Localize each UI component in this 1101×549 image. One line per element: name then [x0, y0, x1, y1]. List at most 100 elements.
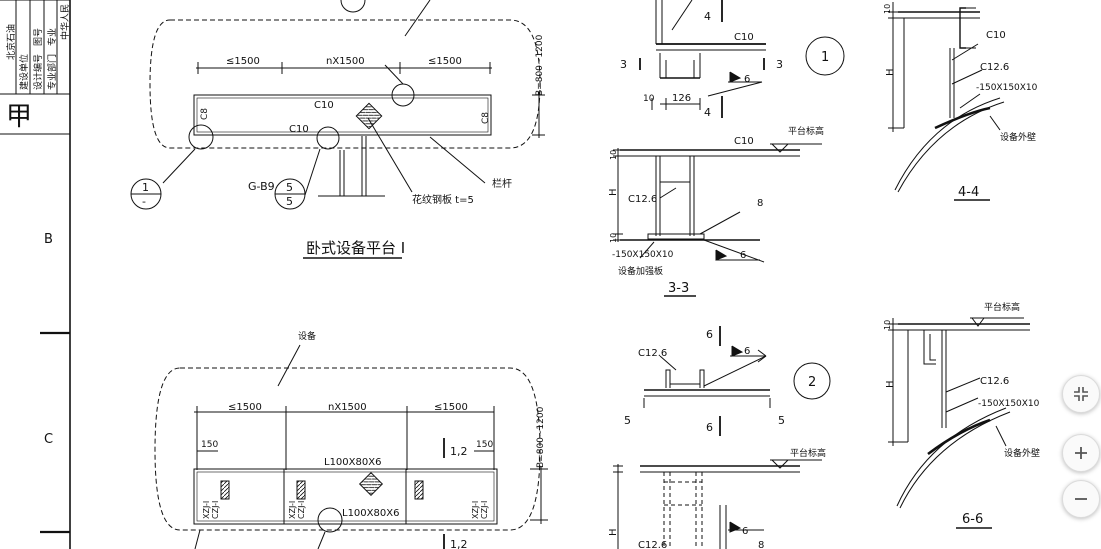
label-c8: C8: [481, 112, 491, 124]
label-xzj: XZJ-I: [288, 501, 297, 519]
title-block-col-label: 专业部门: [46, 54, 58, 90]
title-block-text: 北京石油 建设单位 设计编号 专业部门 图号 专业 中华人民 甲 B C: [5, 4, 71, 447]
dim-width: B=800~1200: [536, 406, 546, 468]
label-platform-level: 平台标高: [984, 301, 1020, 313]
section-6-6-text: 平台标高 C12.6 -150X150X10 设备外壁 H 10 6-6: [883, 301, 1040, 527]
dim-left: ≤1500: [228, 402, 262, 413]
weld-6: 6: [740, 250, 746, 261]
dim-left: ≤1500: [226, 56, 260, 67]
dim-150: 150: [476, 440, 493, 450]
weld-8: 8: [758, 540, 764, 549]
dim-10: 10: [609, 150, 618, 160]
section-mark: 1,2: [450, 445, 468, 458]
dim-10: 10: [883, 4, 892, 14]
label-c126: C12.6: [980, 62, 1009, 73]
label-plate: -150X150X10: [978, 399, 1040, 409]
label-c10: C10: [734, 32, 754, 43]
detail-2-text: C12.6 6 6 5 5 6 2: [624, 328, 816, 434]
label-c10: C10: [289, 124, 309, 135]
title-block: [0, 0, 71, 549]
weld-6: 6: [744, 74, 750, 85]
section-6-6: [888, 317, 1030, 529]
title-block-col-label: 设计编号: [32, 54, 44, 90]
section-5: 5: [624, 414, 631, 427]
detail-bottom: [613, 459, 822, 549]
section-3: 3: [620, 58, 627, 71]
section-4-4: [888, 2, 1005, 201]
dim-150: 150: [201, 440, 218, 450]
dim-h: H: [885, 68, 896, 76]
bubble-5-top: 5: [286, 181, 293, 194]
label-plate: -150X150X10: [612, 250, 674, 260]
platform-2-text: 设备 ≤1500 nX1500 ≤1500 B=800~1200 150 150…: [201, 330, 546, 549]
collapse-icon: [1074, 387, 1088, 401]
detail-2: [643, 326, 831, 436]
plus-icon: [1075, 447, 1087, 459]
section-4-4-text: C10 C12.6 -150X150X10 设备外壁 H 10 4-4: [883, 4, 1038, 200]
title-block-col-label: 建设单位: [18, 54, 30, 90]
section-3-3: [613, 143, 822, 297]
platform-1: [130, 0, 545, 259]
dim-10: 10: [609, 233, 618, 243]
weld-6: 6: [744, 346, 750, 357]
label-czj: CZJ-I: [211, 501, 220, 519]
detail-1: [639, 0, 845, 118]
label-l100: L100X80X6: [324, 457, 381, 468]
dim-126: 126: [672, 93, 691, 104]
title-block-mid-label: 专业: [46, 28, 58, 46]
bubble-1-top: 1: [142, 181, 149, 194]
section-4-4-title: 4-4: [958, 185, 979, 200]
dim-mid: nX1500: [326, 56, 365, 67]
label-czj: CZJ-I: [480, 501, 489, 519]
title-block-company: 北京石油: [5, 24, 17, 60]
title-block-corner: 甲: [6, 102, 32, 132]
section-mark: 1,2: [450, 538, 468, 549]
platform-1-title: 卧式设备平台 I: [306, 239, 405, 257]
label-equip: 设备: [298, 330, 316, 342]
minus-icon: [1075, 498, 1087, 500]
weld-6: 6: [742, 526, 748, 537]
platform-2: [154, 344, 548, 549]
section-3-3-text: C10 平台标高 C12.6 -150X150X10 设备加强板 8 6 H 1…: [608, 125, 824, 296]
section-5: 5: [778, 414, 785, 427]
dim-width: B=800~1200: [535, 34, 545, 96]
label-c10: C10: [986, 30, 1006, 41]
detail-number: 2: [808, 375, 816, 390]
label-c126: C12.6: [628, 194, 657, 205]
dim-h: H: [885, 380, 896, 388]
label-c10: C10: [314, 100, 334, 111]
exit-fullscreen-button[interactable]: [1062, 375, 1100, 413]
label-plate: -150X150X10: [976, 83, 1038, 93]
detail-number: 1: [821, 50, 829, 65]
platform-1-text: ≤1500 nX1500 ≤1500 B=800~1200 C10 C10 C8…: [142, 34, 545, 257]
label-c8: C8: [200, 108, 210, 120]
zoom-in-button[interactable]: [1062, 434, 1100, 472]
section-4: 4: [704, 10, 711, 23]
label-l100: L100X80X6: [342, 508, 399, 519]
label-platform-level: 平台标高: [788, 125, 824, 137]
zoom-out-button[interactable]: [1062, 480, 1100, 518]
label-xzj: XZJ-I: [471, 501, 480, 519]
bubble-5-bottom: 5: [286, 195, 293, 208]
row-letter-b: B: [44, 232, 53, 247]
label-platform-level: 平台标高: [790, 447, 826, 459]
dim-mid: nX1500: [328, 402, 367, 413]
detail-bottom-text: 平台标高 C12.6 H 6 8: [608, 447, 826, 549]
label-pad: 设备加强板: [618, 265, 663, 277]
label-shell: 设备外壁: [1004, 447, 1040, 459]
section-6: 6: [706, 421, 713, 434]
title-block-right-label: 中华人民: [59, 4, 71, 40]
section-3: 3: [776, 58, 783, 71]
label-xzj: XZJ-I: [202, 501, 211, 519]
dim-right: ≤1500: [434, 402, 468, 413]
dim-10: 10: [643, 94, 655, 104]
label-c126: C12.6: [980, 376, 1009, 387]
title-block-mid-label: 图号: [33, 28, 44, 46]
label-gb9: G-B9: [248, 180, 275, 193]
label-shell: 设备外壁: [1000, 131, 1036, 143]
section-4: 4: [704, 106, 711, 119]
label-czj: CZJ-I: [297, 501, 306, 519]
dim-10: 10: [883, 320, 892, 330]
